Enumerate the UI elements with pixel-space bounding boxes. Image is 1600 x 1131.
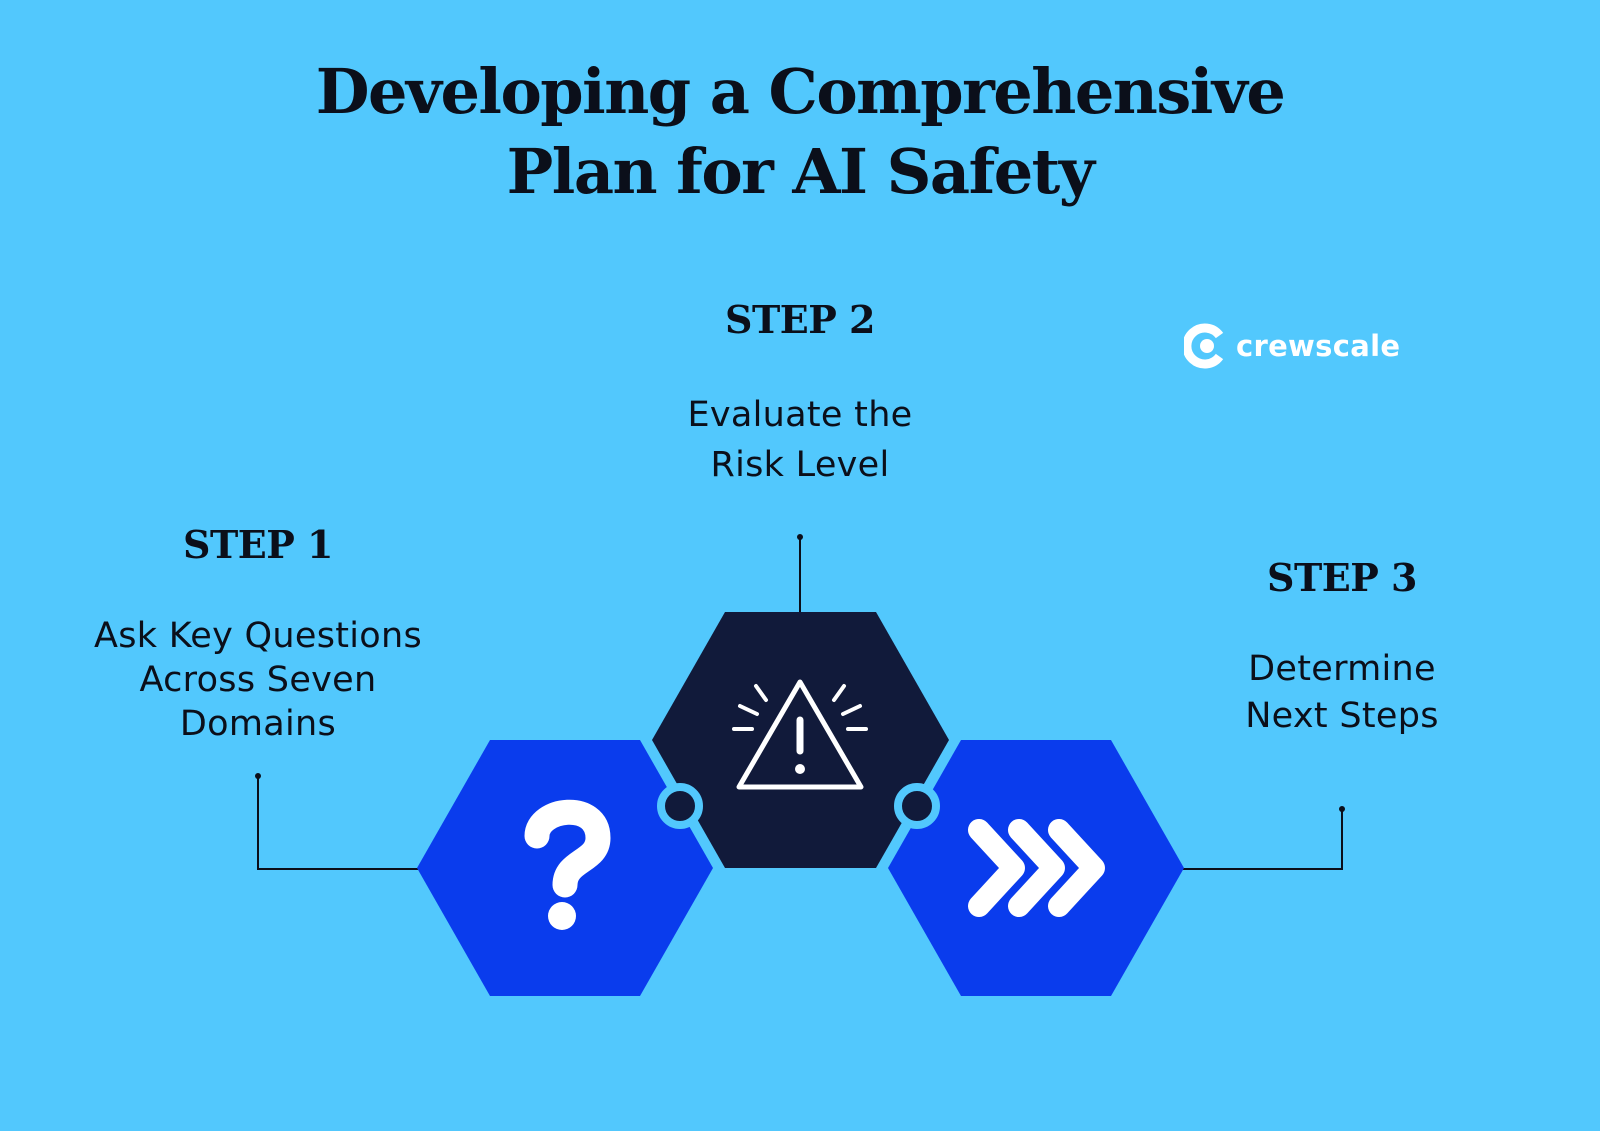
triple-chevron-right-icon [968,819,1105,917]
title-line-2: Plan for AI Safety [506,135,1095,208]
connector-lines [257,537,1343,870]
question-mark-icon [524,799,611,930]
step3-connector [1183,809,1343,870]
step2-description-line: Evaluate the [687,395,913,435]
step2-heading: STEP 2 [725,297,875,342]
step1-description-line: Across Seven [139,660,377,700]
crewscale-logo-icon [1184,323,1224,369]
step1-description: Ask Key Questions Across Seven Domains [58,614,458,746]
step3-description-line: Determine [1248,649,1436,689]
step3-heading: STEP 3 [1267,555,1417,600]
warning-triangle-icon [732,679,868,790]
step3-description: Determine Next Steps [1142,646,1542,740]
step3-hexagon [888,740,1184,996]
crewscale-logo: crewscale [1184,320,1400,372]
title-line-1: Developing a Comprehensive [315,55,1286,128]
step1-description-line: Ask Key Questions [93,616,423,656]
step3-connector-dot [1339,806,1345,812]
joint-left [657,783,703,829]
step1-description-line: Domains [179,704,337,744]
step2-description-line: Risk Level [710,445,890,485]
joint-right [894,783,940,829]
step1-connector-dot [255,773,261,779]
page-title: Developing a Comprehensive Plan for AI S… [0,52,1600,212]
step1-heading: STEP 1 [183,522,333,567]
logo-wordmark: crewscale [1236,329,1401,363]
step3-description-line: Next Steps [1245,696,1439,736]
step2-description: Evaluate the Risk Level [600,390,1000,490]
step2-connector-dot [797,534,803,540]
step1-connector [257,776,418,870]
